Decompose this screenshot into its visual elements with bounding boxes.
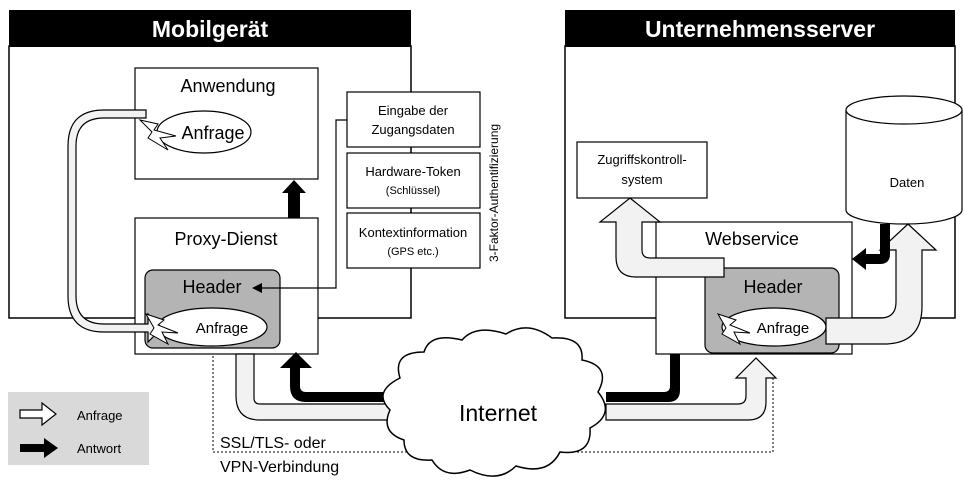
access-control-line1: Zugriffskontroll- [597,152,686,167]
mobile-title-bar [9,10,411,47]
access-control-box [576,141,708,199]
auth-factor-hardware-token-line1: Hardware-Token [365,164,460,179]
data-cylinder-body [845,110,963,225]
legend-response-arrow-icon [20,438,58,458]
server-header-request-label: Anfrage [757,320,810,337]
legend-response-label: Antwort [77,441,121,456]
access-control-line2: system [621,172,662,187]
data-label: Daten [890,175,925,190]
server-header-label: Header [743,277,802,297]
tunnel-label-line2: VPN-Verbindung [220,459,339,476]
auth-factor-credentials-line2: Zugangsdaten [371,122,454,137]
mobile-header-label: Header [182,277,241,297]
auth-side-label: 3-Faktor-Authentifizierung [487,124,501,262]
header-to-data-arrow [825,223,938,345]
legend-request-arrow-icon [19,401,57,427]
header-to-access-control-arrow [598,197,725,278]
webservice-label: Webservice [705,229,799,249]
data-cylinder-top [845,95,963,125]
auth-factor-context-line2: (GPS etc.) [387,246,438,258]
server-title: Unternehmensserver [645,16,875,42]
tunnel-label-line1: SSL/TLS- oder [220,435,327,452]
application-request-label: Anfrage [181,123,244,143]
server-title-bar [565,10,955,47]
auth-factor-context-line1: Kontextinformation [359,225,467,240]
mobile-header-request-label: Anfrage [196,320,249,337]
server-to-internet-response-arrow [606,354,680,402]
auth-factor-hardware-token-line2: (Schlüssel) [386,185,440,197]
data-to-webservice-response-arrow [852,224,890,270]
lightning-icon-application [138,119,177,151]
proxy-to-application-arrow [282,180,306,218]
legend-box [8,392,149,465]
legend-request-label: Anfrage [77,408,123,423]
proxy-service-label: Proxy-Dienst [174,229,277,249]
application-label: Anwendung [180,76,275,96]
auth-to-header-arrowhead [252,283,262,293]
auth-factor-credentials-line1: Eingabe der [378,103,449,118]
internet-cloud [382,327,607,477]
auth-factor-hardware-token-box [346,152,481,209]
auth-factor-context-box [346,212,481,269]
internet-to-server-request-arrow [605,357,778,421]
mobile-title: Mobilgerät [152,16,269,42]
lightning-icon-server-header [716,313,751,346]
internet-to-proxy-response-arrow [280,352,392,402]
auth-bracket-line [262,119,347,289]
internet-label: Internet [459,400,538,426]
auth-factor-credentials-box [346,91,481,148]
lightning-icon-mobile-header [144,313,179,346]
proxy-to-internet-request-arrow [235,353,393,421]
